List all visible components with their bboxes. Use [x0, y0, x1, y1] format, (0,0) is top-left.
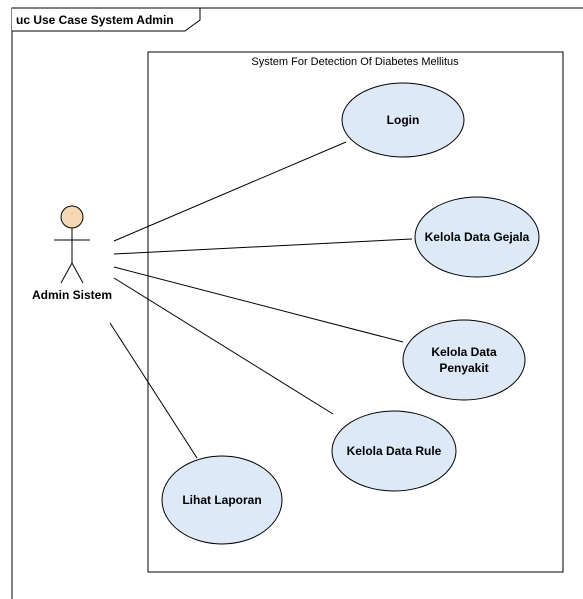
system-boundary-title: System For Detection Of Diabetes Mellitu…: [251, 56, 459, 68]
actor-right-leg: [71, 262, 84, 284]
actor-label: Admin Sistem: [32, 288, 112, 302]
use-case-kelola-data-penyakit-ellipse: [402, 319, 526, 401]
frame-title: uc Use Case System Admin: [16, 13, 174, 27]
association-login: [113, 141, 347, 242]
use-case-kelola-data-penyakit[interactable]: Kelola Data Penyakit: [402, 319, 526, 401]
use-case-kelola-data-rule[interactable]: Kelola Data Rule: [331, 410, 457, 492]
association-kelola-data-rule: [113, 277, 334, 415]
use-case-kelola-data-penyakit-label-line2: Penyakit: [439, 361, 488, 375]
frame-title-tab: [12, 7, 201, 32]
use-case-kelola-data-penyakit-label-line1: Kelola Data: [431, 345, 497, 359]
actor-left-leg: [60, 262, 73, 284]
actor-head: [60, 205, 84, 229]
use-case-login[interactable]: Login: [341, 82, 465, 158]
use-case-kelola-data-gejala-ellipse: [414, 196, 540, 278]
diagram-frame: uc Use Case System Admin: [11, 7, 583, 599]
use-case-kelola-data-gejala-label: Kelola Data Gejala: [425, 230, 530, 244]
use-case-kelola-data-rule-label: Kelola Data Rule: [347, 444, 442, 458]
use-case-kelola-data-gejala[interactable]: Kelola Data Gejala: [414, 196, 540, 278]
use-case-kelola-data-rule-ellipse: [331, 410, 457, 492]
use-case-lihat-laporan[interactable]: Lihat Laporan: [161, 455, 283, 545]
use-case-lihat-laporan-ellipse: [161, 455, 283, 545]
use-case-login-label: Login: [387, 113, 420, 127]
association-kelola-data-gejala: [113, 238, 413, 255]
use-case-login-ellipse: [341, 82, 465, 158]
association-kelola-data-penyakit: [113, 266, 404, 343]
actor-admin-sistem[interactable]: Admin Sistem: [32, 205, 112, 302]
associations: [109, 141, 413, 459]
use-case-lihat-laporan-label: Lihat Laporan: [182, 493, 261, 507]
association-lihat-laporan: [109, 322, 198, 459]
